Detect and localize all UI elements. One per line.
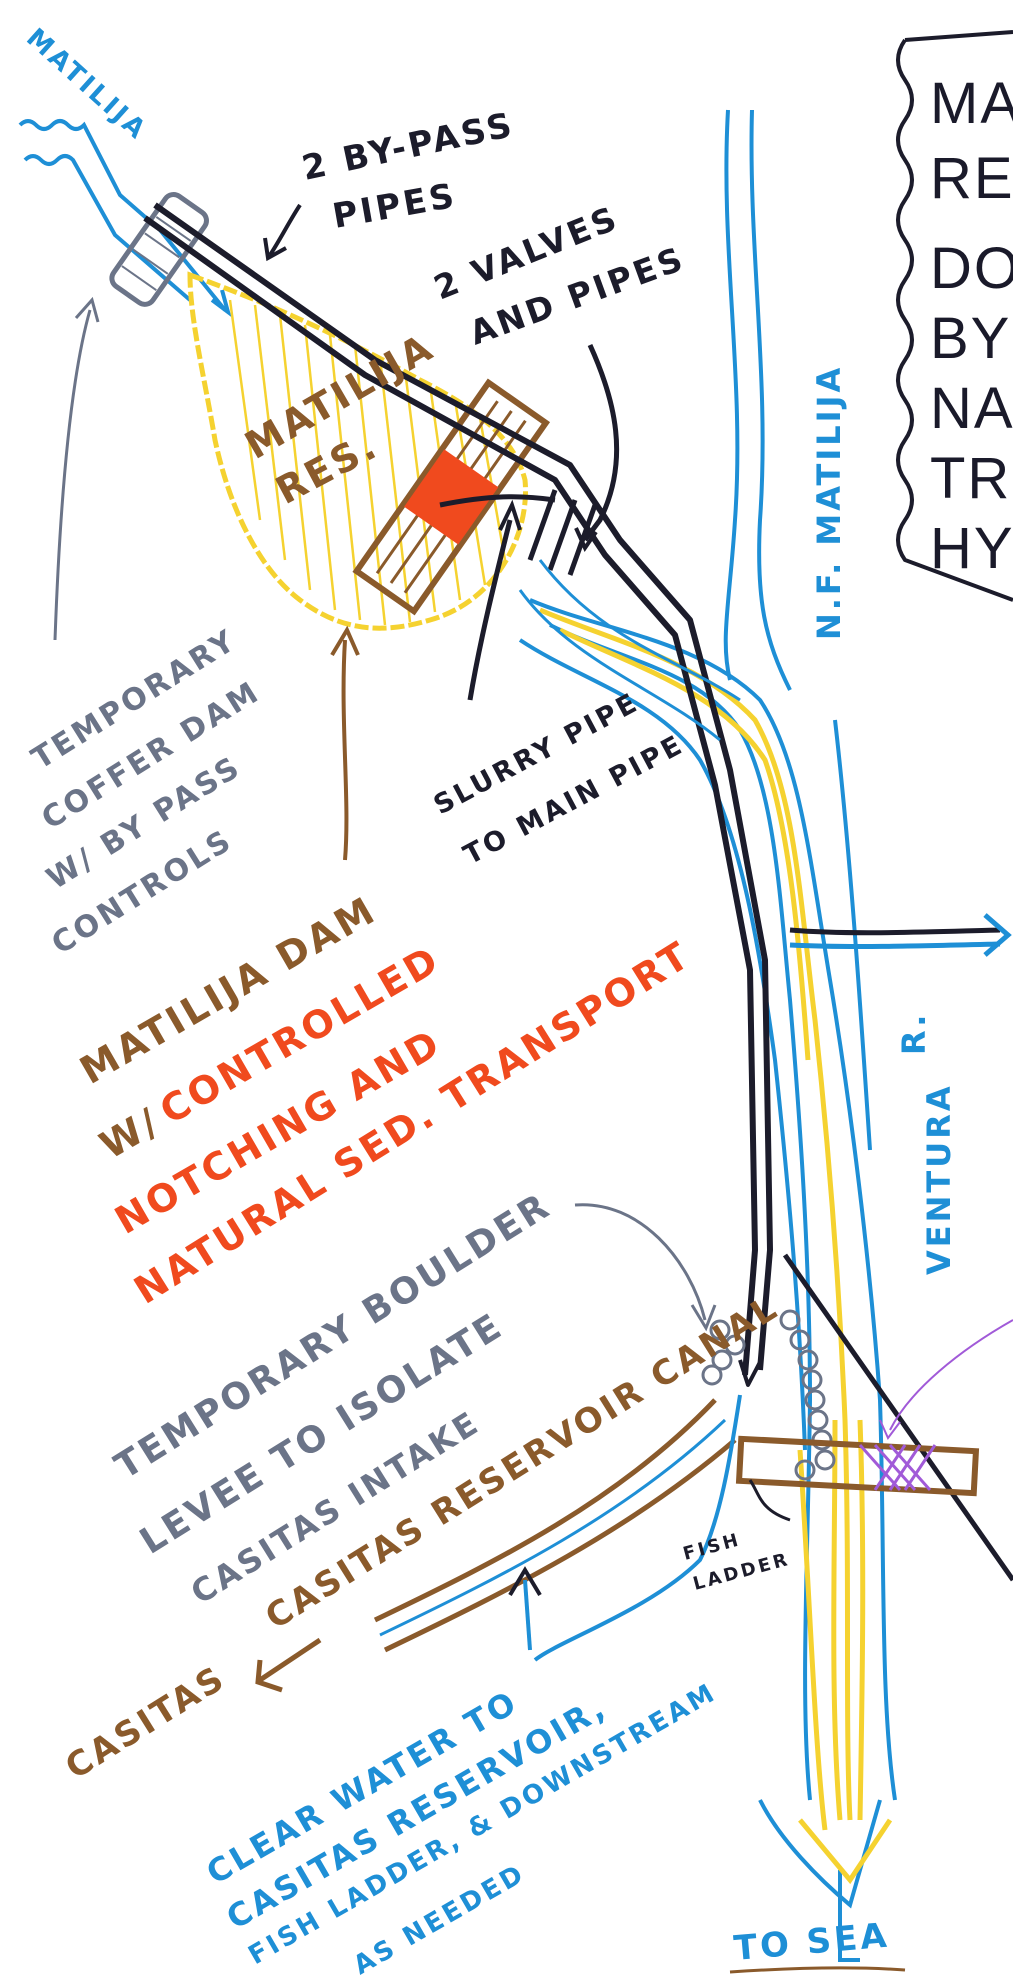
slurry-label-1: SLURRY PIPE (429, 687, 645, 821)
bypass-pipes-label-1: 2 BY-PASS (299, 105, 518, 189)
ventura-label-1: VENTURA (920, 1083, 958, 1275)
fish-ladder-label-1: FISH (681, 1529, 743, 1565)
ventura-label-2: R. (895, 1012, 933, 1055)
to-sea-underline (730, 1968, 905, 1972)
matilija-creek-label: MATILIJA (20, 23, 153, 147)
bypass-pipes-label-2: PIPES (330, 176, 460, 237)
to-sea-label: TO SEA (732, 1916, 891, 1969)
dam-label-2: W/ (93, 1099, 169, 1168)
casitas-label: CASITAS (59, 1658, 233, 1788)
nf-matilija-label: N.F. MATILIJA (810, 365, 848, 640)
